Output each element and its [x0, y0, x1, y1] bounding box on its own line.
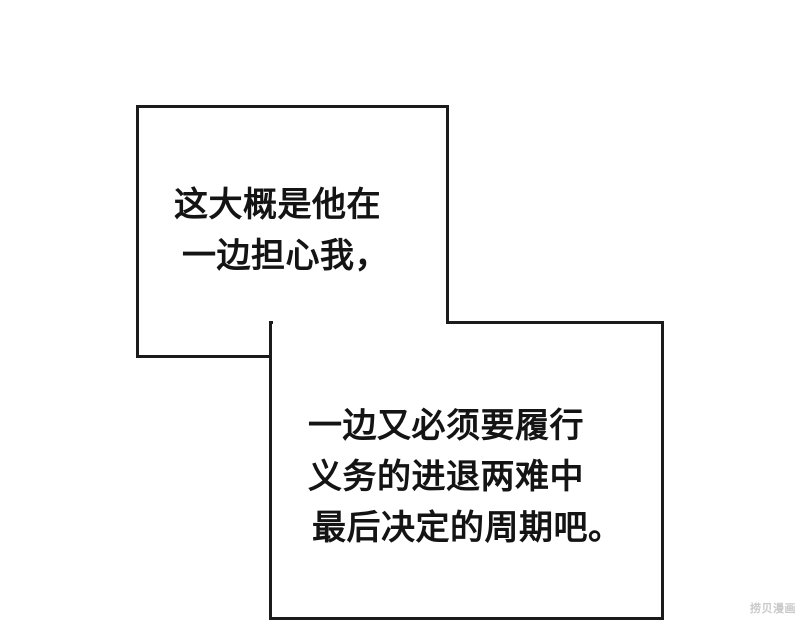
speech-line: 一边又必须要履行 — [308, 406, 584, 446]
watermark: 捞贝漫画 — [750, 602, 796, 615]
speech-line: 这大概是他在 — [174, 185, 381, 225]
speech-line: 最后决定的周期吧。 — [312, 508, 623, 548]
speech-line: 一边担心我， — [182, 236, 389, 276]
speech-text-upper: 这大概是他在 一边担心我， — [174, 180, 389, 282]
speech-line: 义务的进退两难中 — [308, 457, 584, 497]
balloon-seam-horizontal — [273, 318, 446, 327]
speech-balloon-upper — [136, 105, 449, 358]
speech-balloon-lower — [269, 321, 664, 620]
speech-text-lower: 一边又必须要履行 义务的进退两难中 最后决定的周期吧。 — [308, 401, 623, 554]
balloon-seam-vertical — [273, 325, 446, 361]
